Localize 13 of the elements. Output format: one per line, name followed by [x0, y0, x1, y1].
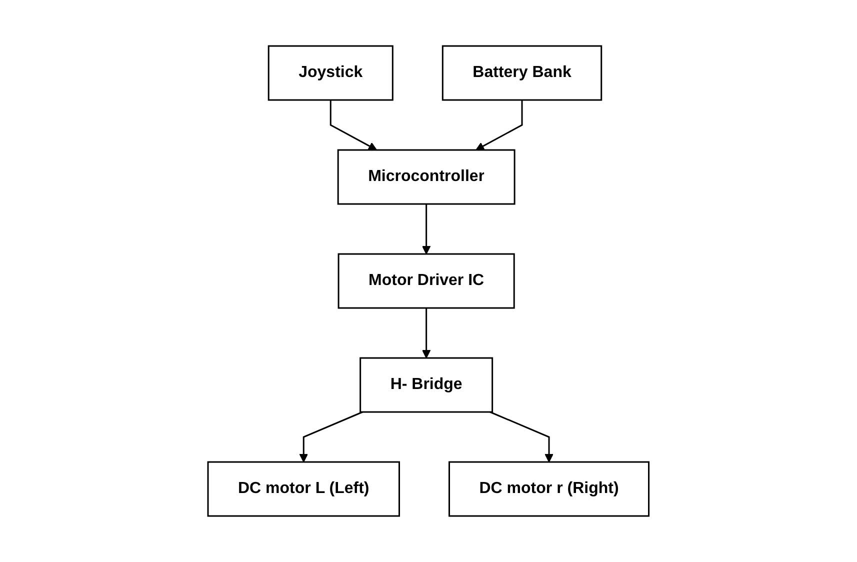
node-box: DC motor L (Left) [207, 461, 400, 517]
arrow [490, 411, 554, 462]
node-box: H- Bridge [360, 357, 494, 413]
arrow [422, 204, 431, 254]
node-box: Joystick [268, 45, 394, 101]
arrow [330, 100, 378, 150]
node-box: DC motor r (Right) [448, 461, 650, 517]
node-box: Motor Driver IC [338, 253, 515, 309]
arrow [299, 411, 364, 462]
node-box: Battery Bank [442, 45, 602, 101]
arrow [476, 100, 523, 150]
node-box: Microcontroller [337, 149, 516, 205]
arrow [422, 308, 431, 358]
